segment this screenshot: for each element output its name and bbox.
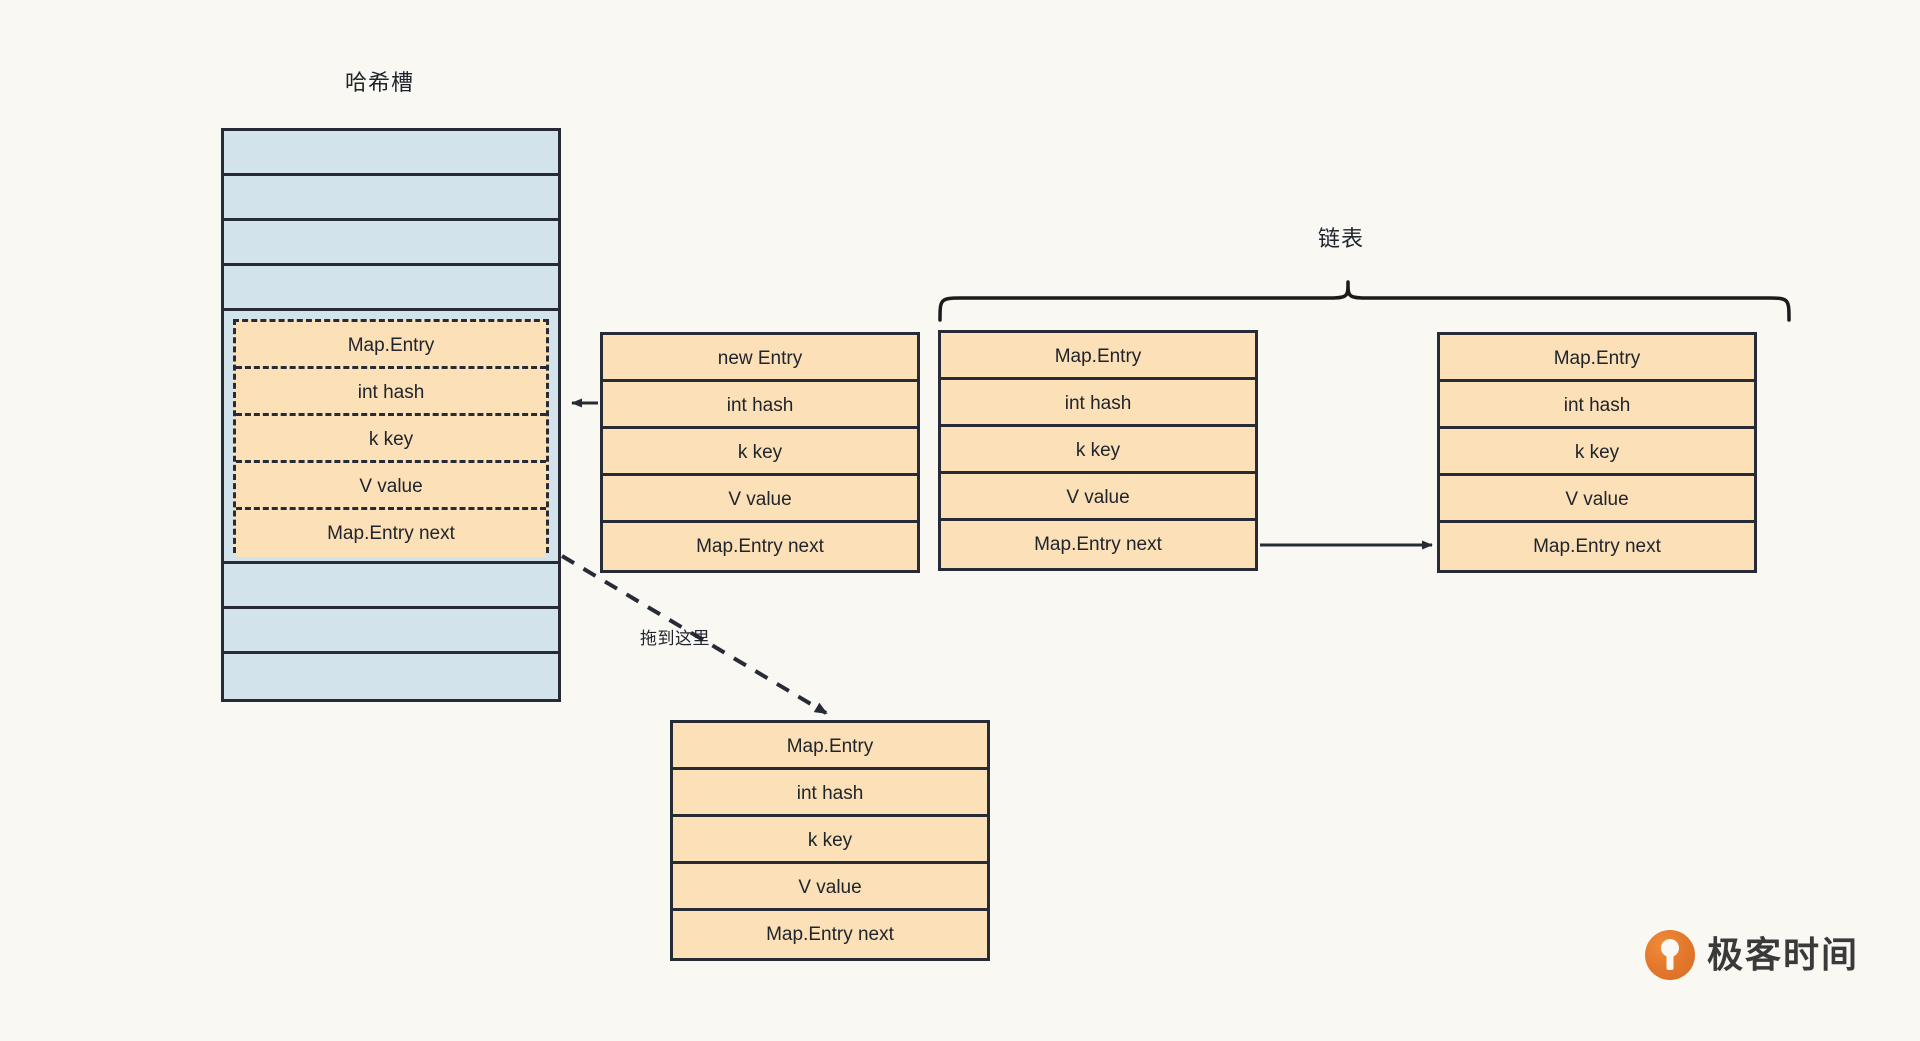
slot-entry-row-key: k key [236, 416, 546, 463]
hash-slot-cell-3[interactable] [224, 266, 558, 311]
chain2-row-hash: int hash [1440, 382, 1754, 429]
new-entry-row-hash: int hash [603, 382, 917, 429]
geektime-circle-icon [1645, 930, 1695, 980]
drag-hint-label: 拖到这里 [640, 629, 710, 648]
dragged-row-next: Map.Entry next [673, 911, 987, 958]
chain1-row-key: k key [941, 427, 1255, 474]
dragged-entry-box[interactable]: Map.Entry int hash k key V value Map.Ent… [670, 720, 990, 961]
arrow-drag-to-here [560, 554, 828, 715]
dragged-row-hash: int hash [673, 770, 987, 817]
slot-entry-row-next: Map.Entry next [236, 510, 546, 557]
new-entry-row-key: k key [603, 429, 917, 476]
chain1-row-value: V value [941, 474, 1255, 521]
new-entry-row-next: Map.Entry next [603, 523, 917, 570]
new-entry-row-value: V value [603, 476, 917, 523]
dragged-row-type: Map.Entry [673, 723, 987, 770]
chain2-row-type: Map.Entry [1440, 335, 1754, 382]
hash-slot-title: 哈希槽 [345, 70, 415, 95]
chain2-row-next: Map.Entry next [1440, 523, 1754, 570]
chain-entry-box-2[interactable]: Map.Entry int hash k key V value Map.Ent… [1437, 332, 1757, 573]
hash-slot-cell-5[interactable] [224, 564, 558, 609]
slot-entry-row-hash: int hash [236, 369, 546, 416]
dragged-row-key: k key [673, 817, 987, 864]
hash-slot-cell-0[interactable] [224, 131, 558, 176]
chain1-row-type: Map.Entry [941, 333, 1255, 380]
chain2-row-value: V value [1440, 476, 1754, 523]
slot-entry-row-type: Map.Entry [236, 322, 546, 369]
hash-slot-cell-4-occupied[interactable]: Map.Entry int hash k key V value Map.Ent… [224, 311, 558, 564]
hash-slot-table: Map.Entry int hash k key V value Map.Ent… [221, 128, 561, 702]
chain-entry-box-1[interactable]: Map.Entry int hash k key V value Map.Ent… [938, 330, 1258, 571]
hash-slot-cell-7[interactable] [224, 654, 558, 699]
slot-entry-row-value: V value [236, 463, 546, 510]
slot-entry-box[interactable]: Map.Entry int hash k key V value Map.Ent… [233, 319, 549, 557]
new-entry-box[interactable]: new Entry int hash k key V value Map.Ent… [600, 332, 920, 573]
hash-slot-cell-1[interactable] [224, 176, 558, 221]
new-entry-row-type: new Entry [603, 335, 917, 382]
chain2-row-key: k key [1440, 429, 1754, 476]
chain1-row-next: Map.Entry next [941, 521, 1255, 568]
geektime-logo-text: 极客时间 [1707, 934, 1860, 975]
chain1-row-hash: int hash [941, 380, 1255, 427]
dragged-row-value: V value [673, 864, 987, 911]
linked-list-brace [938, 280, 1791, 322]
geektime-watermark: 极客时间 [1645, 930, 1859, 980]
hash-slot-cell-2[interactable] [224, 221, 558, 266]
linked-list-title: 链表 [1318, 226, 1365, 251]
hash-slot-cell-6[interactable] [224, 609, 558, 654]
